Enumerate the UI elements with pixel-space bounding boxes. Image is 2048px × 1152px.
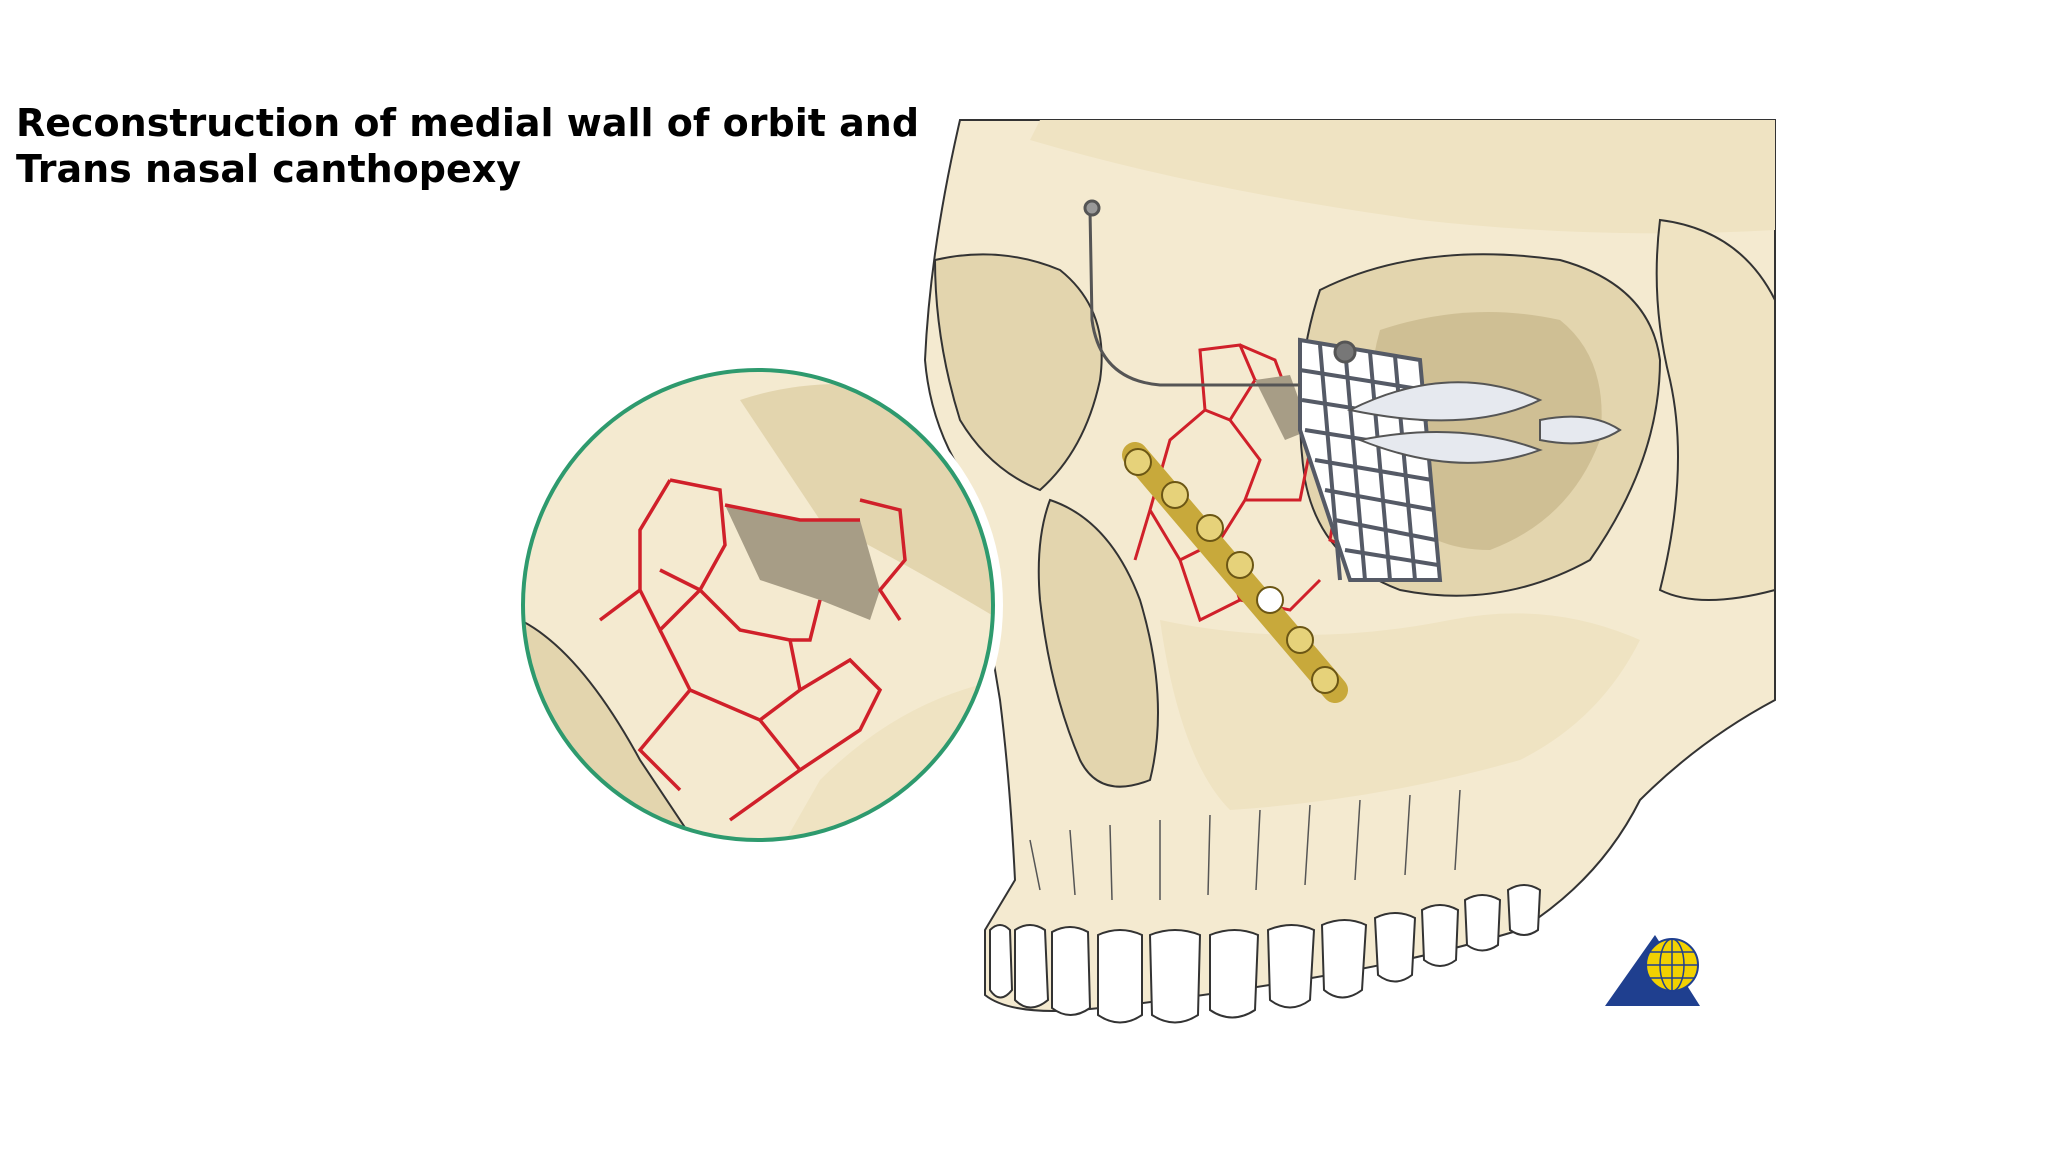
tooth	[1209, 929, 1260, 1019]
globe-protector	[1346, 381, 1622, 464]
right-zygoma	[1655, 218, 1776, 601]
teeth	[989, 884, 1542, 1024]
bone-gap	[1255, 375, 1310, 440]
maxilla-shadow	[1160, 613, 1640, 810]
canthopexy-wire	[1083, 199, 1357, 387]
tooth	[1051, 926, 1092, 1016]
tooth	[1148, 929, 1202, 1024]
tooth	[989, 924, 1014, 999]
tooth	[1506, 884, 1542, 936]
tooth	[1320, 919, 1368, 999]
slide-title-line-2: Trans nasal canthopexy	[16, 147, 522, 191]
tooth	[1420, 904, 1460, 967]
screw-icon	[1083, 199, 1101, 217]
magnified-inset	[513, 360, 1003, 850]
tooth-roots	[1029, 789, 1461, 901]
screw-icon	[1196, 514, 1224, 542]
screw-icon	[1161, 481, 1189, 509]
fixation-plate	[1122, 442, 1348, 703]
forehead-shadow	[1030, 120, 1775, 234]
wire-icon	[1088, 209, 1300, 387]
nasal-aperture	[1037, 498, 1159, 788]
screw-icon	[1226, 551, 1254, 579]
slide-title-line-1: Reconstruction of medial wall of orbit a…	[16, 101, 920, 145]
left-orbit	[933, 253, 1103, 492]
tooth	[1463, 894, 1502, 952]
tooth	[1097, 929, 1143, 1024]
ao-foundation-logo	[1605, 935, 1700, 1006]
screw-icon	[1256, 586, 1284, 614]
tooth	[1014, 924, 1050, 1009]
screw-icon	[1311, 666, 1339, 694]
screw-icon	[1286, 626, 1314, 654]
tooth	[1266, 924, 1316, 1009]
screw-icon	[1124, 448, 1152, 476]
globe-icon	[1645, 938, 1699, 992]
slide-title: Reconstruction of medial wall of orbit a…	[16, 100, 976, 192]
tooth	[1373, 912, 1417, 983]
